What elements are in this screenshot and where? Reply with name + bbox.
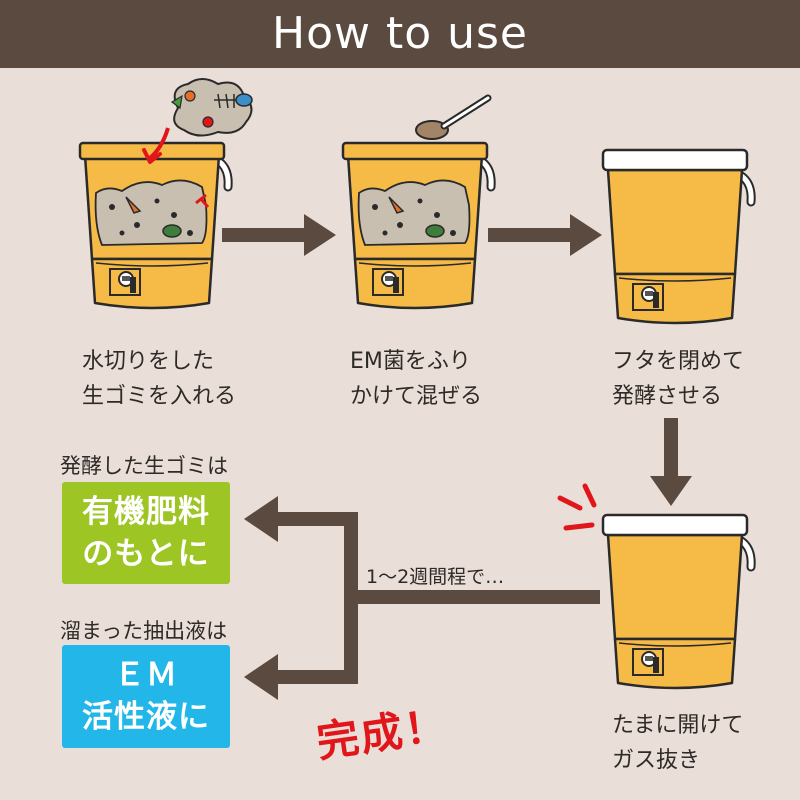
header-bar: How to use [0, 0, 800, 68]
step4-label: たまに開けて ガス抜き [612, 708, 743, 778]
scoop-icon [415, 94, 492, 140]
step1-label: 水切りをした 生ゴミを入れる [82, 344, 236, 414]
step4-line1: たまに開けて [612, 713, 744, 738]
step2-line2: かけて混ぜる [350, 384, 483, 409]
result1-line1: 有機肥料 [82, 494, 210, 530]
bucket-step1 [78, 141, 228, 308]
step3-label: フタを閉めて 発酵させる [612, 344, 744, 414]
step3-line2: 発酵させる [612, 384, 723, 409]
arrow-step1-to-2 [222, 214, 336, 256]
result-box-em: ＥＭ 活性液に [62, 645, 230, 748]
step1-line1: 水切りをした [82, 349, 215, 374]
gas-burst-icon [557, 483, 597, 531]
step2-label: EM菌をふり かけて混ぜる [350, 344, 482, 414]
period-text: 1～2週間程で… [366, 566, 505, 588]
result2-line2: 活性液に [82, 699, 210, 735]
page-title: How to use [271, 8, 529, 59]
drop-arrow [148, 127, 170, 160]
result2-caption: 溜まった抽出液は [60, 619, 228, 643]
arrow-step3-to-4 [650, 418, 692, 506]
bucket-step3 [601, 148, 751, 323]
result2-line1: ＥＭ [114, 657, 178, 693]
bucket-step2 [341, 141, 491, 308]
step3-line1: フタを閉めて [612, 349, 745, 374]
step4-line2: ガス抜き [612, 748, 701, 773]
result1-caption: 発酵した生ゴミは [60, 454, 228, 478]
step2-line1: EM菌をふり [350, 349, 471, 374]
food-waste-cloud [170, 78, 253, 137]
result-box-fertilizer: 有機肥料 のもとに [62, 482, 230, 584]
result1-line2: のもとに [82, 536, 210, 572]
arrow-to-results [244, 496, 600, 700]
arrow-step2-to-3 [488, 214, 602, 256]
bucket-step4 [601, 513, 751, 688]
step1-line2: 生ゴミを入れる [82, 384, 237, 409]
